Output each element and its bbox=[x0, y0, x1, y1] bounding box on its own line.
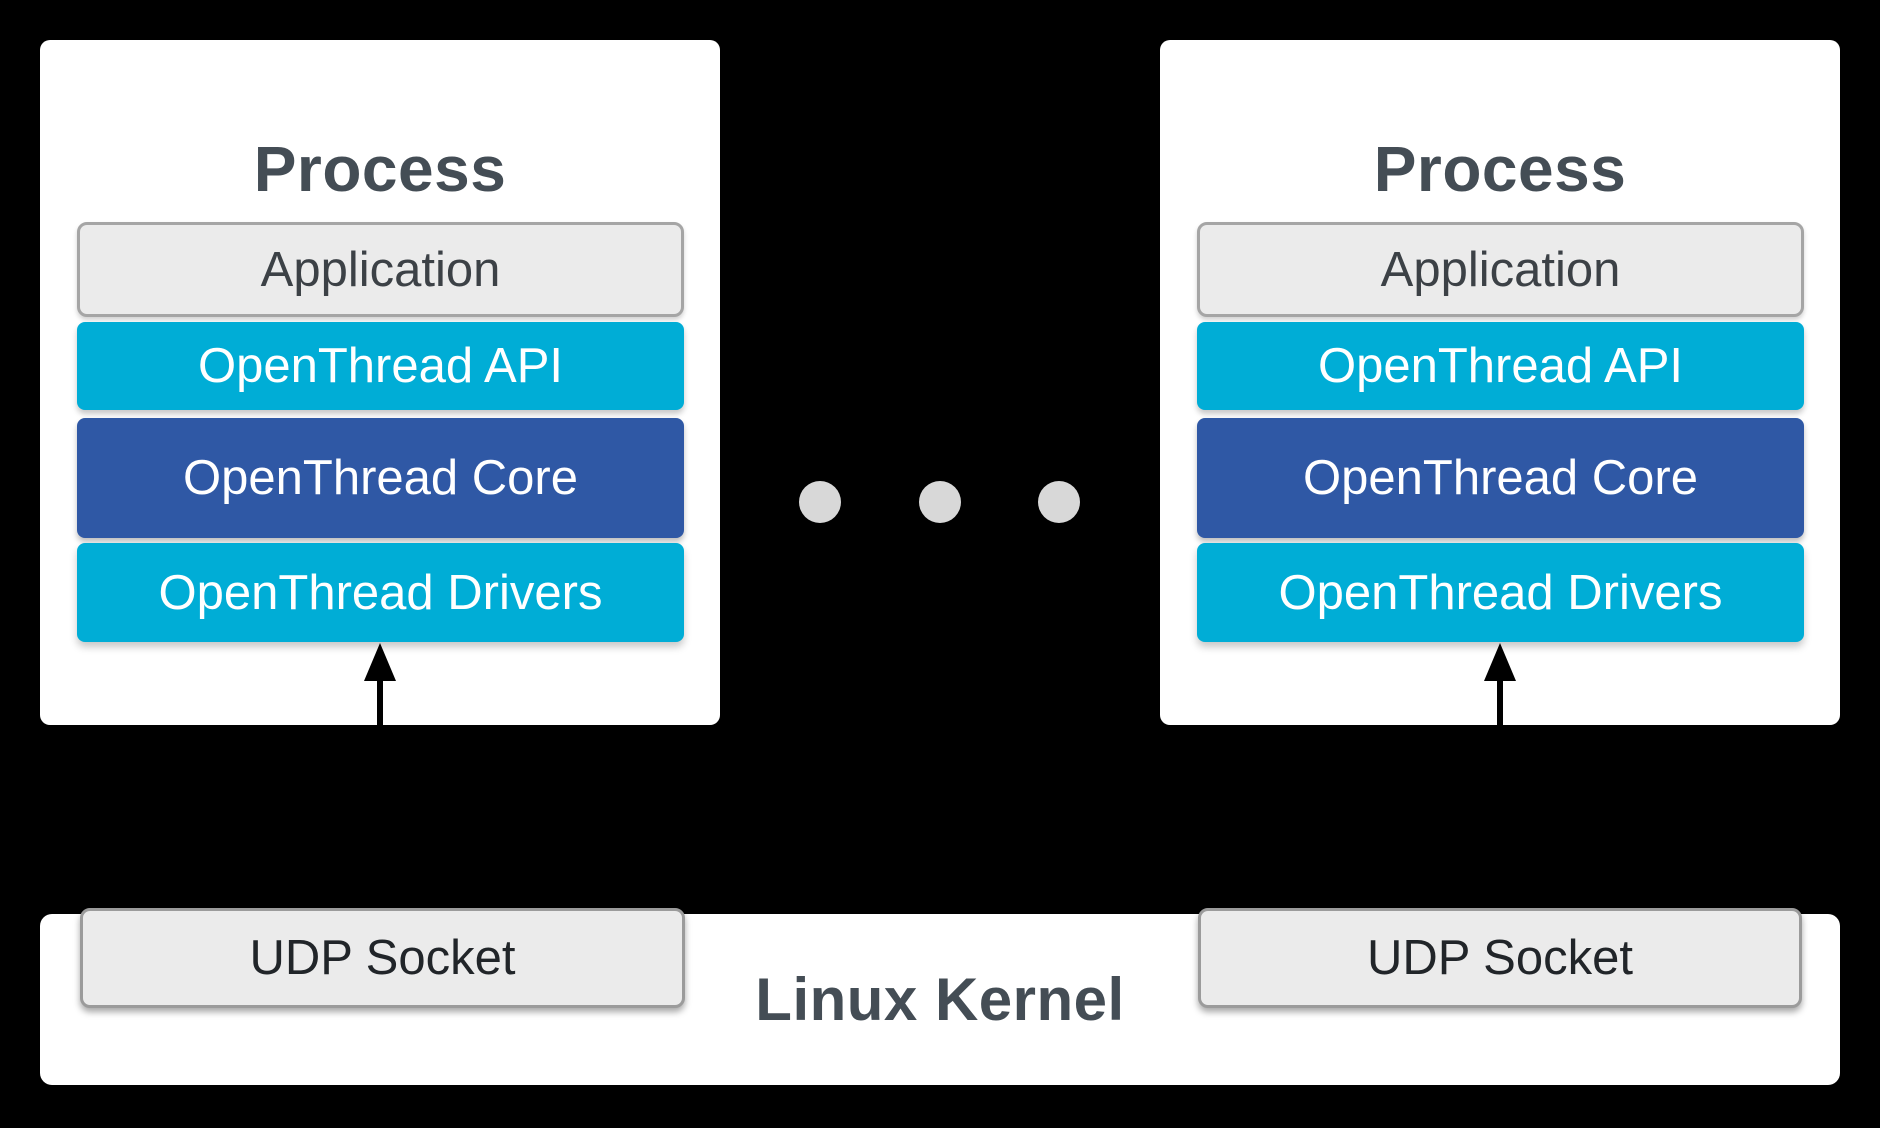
ellipsis-dot bbox=[799, 481, 841, 523]
layer-application-label: Application bbox=[260, 242, 501, 297]
layer-openthread-api: OpenThread API bbox=[77, 322, 684, 410]
up-arrow-icon bbox=[364, 643, 396, 681]
udp-socket-box-left: UDP Socket bbox=[80, 908, 685, 1008]
up-arrow-stem bbox=[377, 678, 383, 725]
linux-kernel-title: Linux Kernel bbox=[755, 966, 1125, 1033]
process-box-left: Process Application OpenThread API OpenT… bbox=[40, 40, 720, 725]
layer-application: Application bbox=[77, 222, 684, 317]
up-arrow-icon bbox=[1484, 643, 1516, 681]
ellipsis-dot bbox=[919, 481, 961, 523]
layer-openthread-core-label: OpenThread Core bbox=[1303, 451, 1698, 505]
process-title: Process bbox=[1373, 133, 1627, 205]
layer-openthread-core: OpenThread Core bbox=[77, 418, 684, 538]
layer-openthread-drivers-label: OpenThread Drivers bbox=[1278, 565, 1723, 620]
udp-socket-label: UDP Socket bbox=[249, 931, 516, 985]
process-box-right: Process Application OpenThread API OpenT… bbox=[1160, 40, 1840, 725]
udp-socket-box-right: UDP Socket bbox=[1198, 908, 1802, 1008]
ellipsis-dot bbox=[1038, 481, 1080, 523]
layer-application: Application bbox=[1197, 222, 1804, 317]
up-arrow-stem bbox=[1497, 678, 1503, 725]
layer-openthread-core-label: OpenThread Core bbox=[183, 451, 578, 505]
layer-application-label: Application bbox=[1380, 242, 1621, 297]
layer-openthread-drivers: OpenThread Drivers bbox=[1197, 543, 1804, 642]
layer-openthread-drivers: OpenThread Drivers bbox=[77, 543, 684, 642]
layer-openthread-api-label: OpenThread API bbox=[197, 339, 563, 393]
udp-socket-label: UDP Socket bbox=[1367, 931, 1633, 985]
layer-openthread-api: OpenThread API bbox=[1197, 322, 1804, 410]
layer-openthread-drivers-label: OpenThread Drivers bbox=[158, 565, 603, 620]
layer-openthread-core: OpenThread Core bbox=[1197, 418, 1804, 538]
process-title: Process bbox=[253, 133, 507, 205]
layer-openthread-api-label: OpenThread API bbox=[1317, 339, 1683, 393]
